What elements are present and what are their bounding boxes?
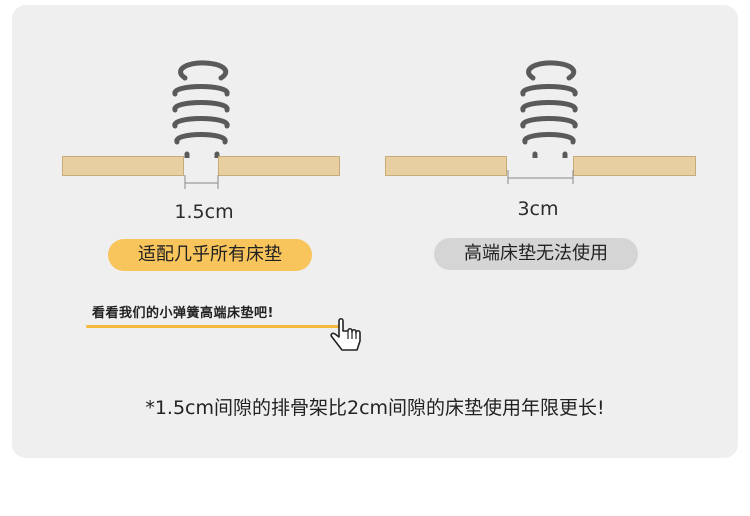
spring-coil-icon-right: [520, 60, 578, 158]
badge-compatible: 适配几乎所有床垫: [108, 239, 312, 271]
hand-pointer-icon[interactable]: [329, 317, 367, 355]
gap-dimension-right: [507, 170, 574, 184]
spring-coil-icon-left: [172, 60, 230, 158]
gap-dimension-left: [184, 175, 219, 189]
gap-label-right: 3cm: [517, 198, 559, 220]
badge-incompatible: 高端床垫无法使用: [434, 238, 638, 270]
slat-right-a: [385, 156, 507, 176]
slat-right-b: [573, 156, 696, 176]
footnote: *1.5cm间隙的排骨架比2cm间隙的床垫使用年限更长!: [145, 397, 605, 419]
link-underline: [86, 325, 342, 328]
gap-label-left: 1.5cm: [174, 201, 234, 223]
comparison-panel: [12, 5, 738, 458]
mattress-link-text[interactable]: 看看我们的小弹簧高端床垫吧!: [92, 306, 274, 321]
slat-left-b: [218, 156, 340, 176]
slat-left-a: [62, 156, 184, 176]
